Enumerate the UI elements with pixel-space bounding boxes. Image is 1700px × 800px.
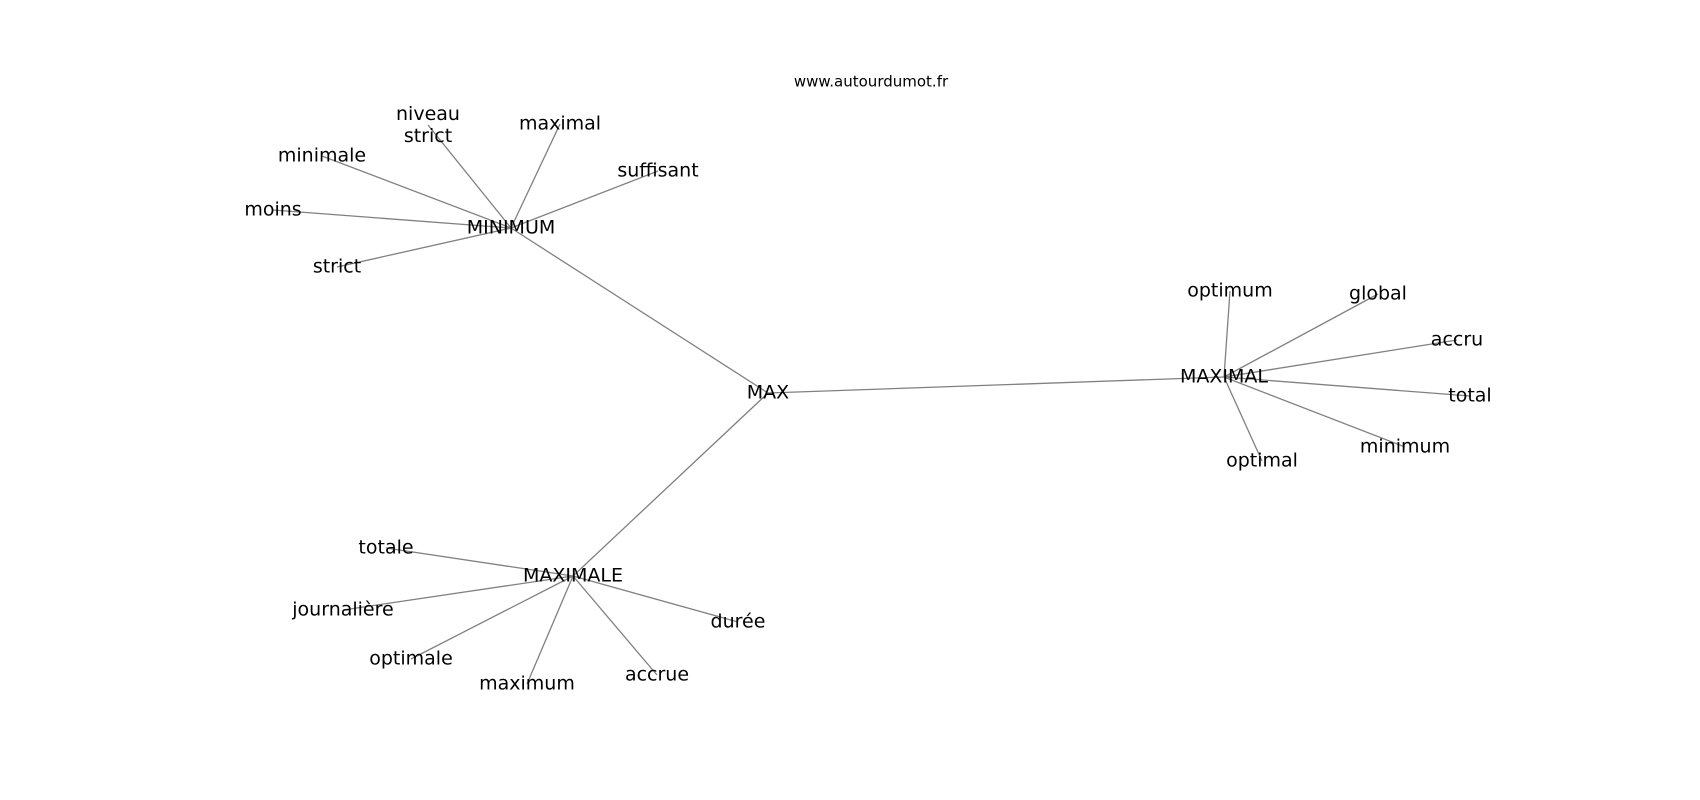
edge-maximal-total xyxy=(1223,376,1471,397)
node-word-maximum[interactable]: maximum xyxy=(479,673,575,695)
node-word-suffisant[interactable]: suffisant xyxy=(617,160,698,182)
node-word-minimale[interactable]: minimale xyxy=(278,145,366,167)
edge-maximale-totale xyxy=(385,547,574,577)
edge-minimum-suffisant xyxy=(510,170,659,229)
node-word-duree[interactable]: durée xyxy=(711,611,766,633)
edge-center-maximal xyxy=(767,376,1225,394)
node-word-maximal[interactable]: maximal xyxy=(519,113,601,135)
edge-maximal-accru xyxy=(1223,339,1458,378)
node-word-accru[interactable]: accru xyxy=(1431,329,1483,351)
edge-maximal-optimum xyxy=(1223,290,1231,378)
edge-minimum-niveau-strict xyxy=(427,124,512,229)
watermark: www.autourdumot.fr xyxy=(794,73,949,91)
edge-maximale-maximum xyxy=(526,575,574,685)
node-word-journaliere[interactable]: journalière xyxy=(291,599,393,621)
node-word-total[interactable]: total xyxy=(1448,385,1491,407)
edge-minimum-minimale xyxy=(321,155,512,229)
edge-minimum-strict xyxy=(336,227,512,268)
node-word-optimale[interactable]: optimale xyxy=(369,648,453,670)
node-word-moins[interactable]: moins xyxy=(244,199,301,221)
edge-maximal-global xyxy=(1223,293,1379,378)
node-word-accrue[interactable]: accrue xyxy=(625,664,689,686)
node-word-optimal[interactable]: optimal xyxy=(1226,450,1298,472)
node-hub-maximal[interactable]: MAXIMAL xyxy=(1180,366,1268,388)
edge-minimum-moins xyxy=(272,209,512,229)
edge-maximale-accrue xyxy=(572,575,658,676)
graph-edges xyxy=(272,123,1471,685)
edge-maximale-optimale xyxy=(410,575,574,660)
node-word-strict[interactable]: strict xyxy=(313,256,361,278)
node-word-minimum[interactable]: minimum xyxy=(1360,436,1450,458)
node-center-max[interactable]: MAX xyxy=(747,382,789,404)
edge-maximale-duree xyxy=(572,575,739,623)
edge-maximal-optimal xyxy=(1223,376,1263,462)
edge-center-minimum xyxy=(510,227,769,394)
node-word-optimum[interactable]: optimum xyxy=(1187,280,1272,302)
edge-maximal-minimum xyxy=(1223,376,1406,448)
node-hub-minimum[interactable]: MINIMUM xyxy=(467,217,556,239)
edge-minimum-maximal xyxy=(510,123,561,229)
node-word-totale[interactable]: totale xyxy=(358,537,413,559)
node-hub-maximale[interactable]: MAXIMALE xyxy=(523,565,623,587)
edge-maximale-journaliere xyxy=(342,575,574,611)
node-word-global[interactable]: global xyxy=(1349,283,1407,305)
edge-center-maximale xyxy=(572,392,769,577)
